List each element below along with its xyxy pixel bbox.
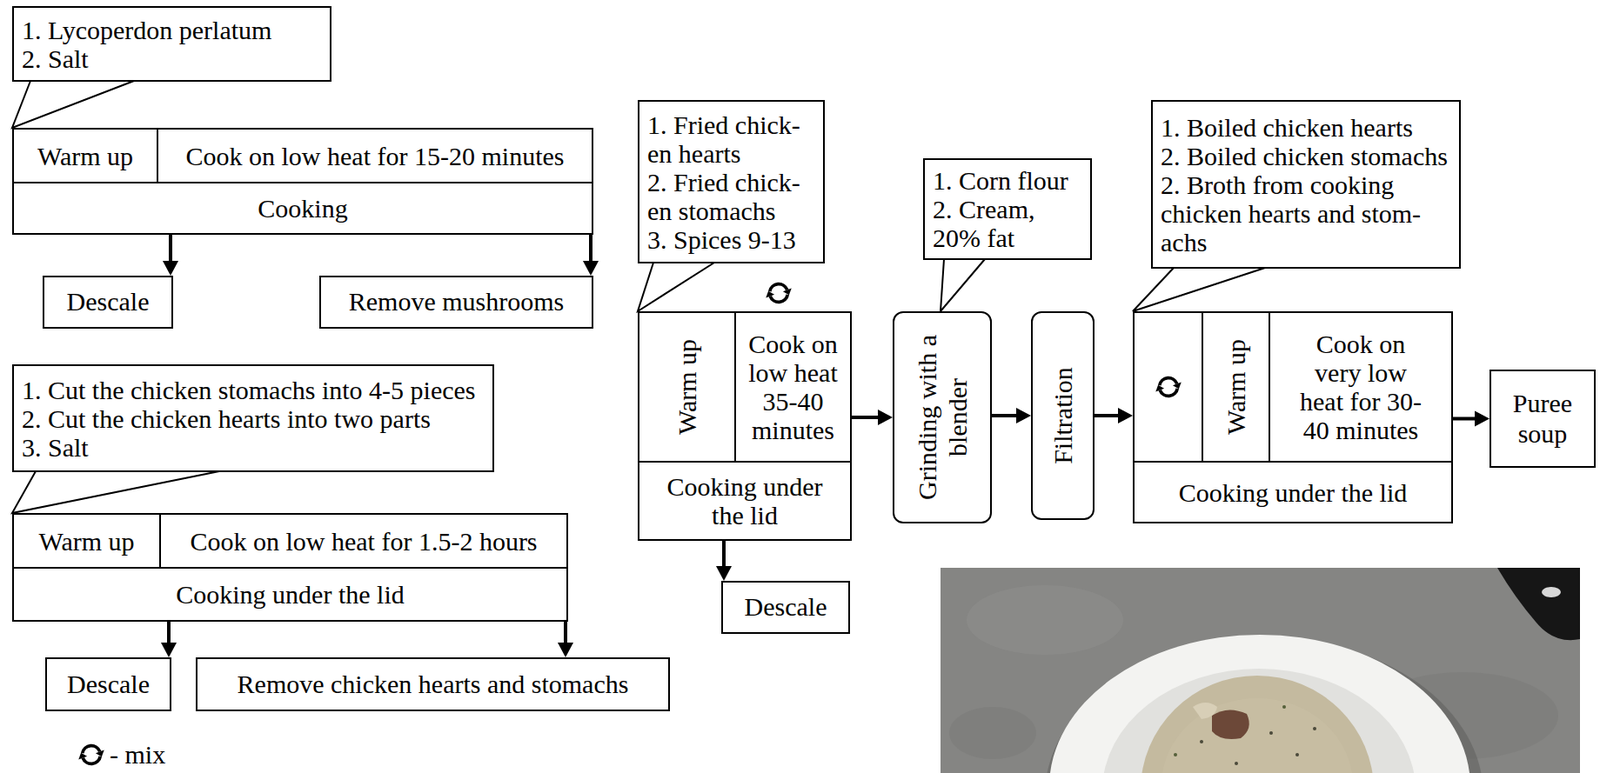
mix-symbol: [763, 278, 794, 308]
table-cell: Warm up: [13, 129, 159, 184]
node-text: Descale: [66, 669, 150, 701]
process-box: Descale: [721, 581, 851, 635]
callout-box: 1. Fried chick-en hearts2. Fried chick-e…: [637, 100, 825, 264]
node-text: 2. Broth from cooking chicken hearts and…: [1160, 170, 1452, 257]
callout-tail: [637, 262, 715, 312]
node-text: Cooking: [257, 194, 348, 223]
connector-arrow: [851, 409, 893, 426]
rotated-text: Warm up: [1220, 319, 1252, 456]
table-cell: Warm up: [1203, 313, 1271, 463]
node-text: Remove mushrooms: [348, 287, 565, 318]
process-table: Cooking under the lid Warm up Cook on low …: [12, 513, 569, 623]
node-text: Warm up: [1220, 319, 1252, 456]
connector-arrow: [557, 622, 574, 658]
node-text: Puree soup: [1496, 388, 1589, 449]
table-cell: Cook on very low heat for 30-40 minutes: [1270, 313, 1452, 463]
process-box: Remove chicken hearts and stomachs: [195, 657, 670, 712]
node-text: 3. Spices 9-13: [647, 225, 816, 255]
connector-arrow: [991, 408, 1031, 424]
node-text: Remove chicken hearts and stomachs: [237, 669, 630, 701]
connector-arrow: [162, 234, 179, 276]
legend-text: - mix: [109, 739, 166, 771]
node-text: 1. Boiled chicken hearts: [1160, 113, 1452, 142]
node-text: Cook on low heat for 15-20 minutes: [186, 141, 565, 171]
callout-tail: [12, 80, 134, 128]
table-band: Cooking under the lid: [1134, 462, 1452, 523]
node-text: Descale: [66, 287, 150, 318]
process-table: Cooking under the lid Warm up Cook on very…: [1132, 311, 1453, 524]
process-box: Remove mushrooms: [319, 275, 594, 329]
node-text: Descale: [744, 592, 828, 623]
node-text: 2. Boiled chicken stomachs: [1160, 141, 1452, 171]
mix-symbol: [1153, 372, 1184, 402]
callout-box: 1. Boiled chicken hearts2. Boiled chicke…: [1151, 100, 1461, 269]
node-text: Cook on low heat for 1.5-2 hours: [189, 527, 537, 556]
node-text: Warm up: [37, 141, 134, 171]
node-text: Warm up: [671, 319, 703, 456]
node-text: 3. Salt: [21, 433, 485, 462]
callout-box: 1. Cut the chicken stomachs into 4-5 pie…: [12, 364, 495, 473]
connector-arrow: [1452, 411, 1490, 428]
connector-arrow: [716, 541, 732, 582]
callout-box: 1. Corn flour2. Cream, 20% fat: [923, 158, 1092, 261]
node-text: 2. Cut the chicken hearts into two parts: [21, 404, 485, 434]
callout-tail: [940, 259, 985, 312]
rotated-text: Filtration: [1047, 318, 1078, 514]
mix-symbol: [76, 740, 107, 770]
process-step: Filtration: [1030, 311, 1095, 521]
node-text: Cook on very low heat for 30-40 minutes: [1292, 329, 1429, 445]
rotated-text: Warm up: [671, 319, 703, 456]
table-cell: Cook on low heat for 1.5-2 hours: [160, 515, 567, 570]
node-text: 2. Cream, 20% fat: [932, 194, 1083, 253]
callout-tail: [12, 471, 220, 514]
node-text: 2. Salt: [21, 44, 322, 74]
callout-box: 1. Lycoperdon perlatum2. Salt: [12, 6, 332, 82]
connector-arrow: [160, 622, 177, 658]
node-text: Cook on low heat 35-40 minutes: [743, 329, 844, 445]
table-cell: Warm up: [639, 313, 737, 463]
process-step: Grinding with a blender: [892, 311, 992, 524]
process-box: Descale: [42, 275, 174, 329]
node-text: 1. Fried chick-en hearts: [647, 110, 816, 168]
node-text: Warm up: [38, 527, 134, 556]
node-text: Cooking under the lid: [175, 580, 404, 610]
node-text: 1. Cut the chicken stomachs into 4-5 pie…: [21, 375, 485, 405]
table-band: Cooking under the lid: [13, 569, 567, 621]
connector-arrow: [1094, 408, 1133, 424]
node-text: 1. Lycoperdon perlatum: [21, 15, 322, 45]
callout-tail: [1132, 267, 1266, 312]
node-text: 2. Fried chick-en stomachs: [647, 167, 816, 226]
table-cell: [1134, 313, 1204, 463]
table-band: Cooking under the lid: [639, 462, 851, 540]
dish-photo: [940, 568, 1580, 773]
process-box: Descale: [45, 657, 172, 712]
table-cell: Cook on low heat 35-40 minutes: [736, 313, 851, 463]
result-box: Puree soup: [1489, 369, 1596, 469]
table-band: Cooking: [13, 183, 592, 234]
table-cell: Warm up: [13, 515, 161, 570]
legend: - mix: [76, 739, 166, 771]
node-text: 1. Corn flour: [932, 166, 1083, 195]
connector-arrow: [582, 234, 599, 276]
process-table: Cooking under the lid Warm up Cook on low …: [637, 311, 852, 542]
process-table: Cooking Warm up Cook on low heat for 15-20…: [12, 127, 594, 235]
table-cell: Cook on low heat for 15-20 minutes: [158, 129, 592, 184]
rotated-text: Grinding with a blender: [912, 318, 973, 517]
node-text: Filtration: [1047, 318, 1078, 514]
node-text: Cooking under the lid: [1178, 478, 1407, 508]
node-text: Grinding with a blender: [912, 318, 973, 517]
node-text: Cooking under the lid: [651, 472, 838, 530]
